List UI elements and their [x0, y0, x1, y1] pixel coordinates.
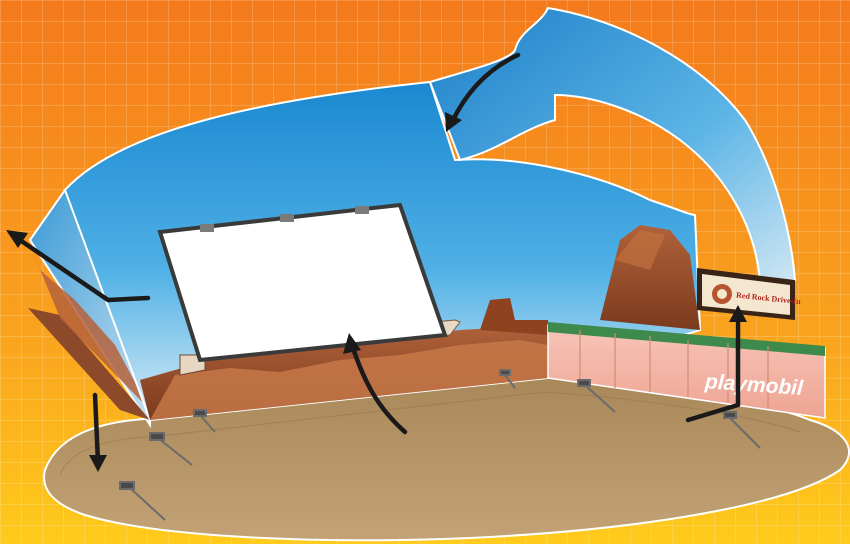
drive-in-sign [697, 268, 795, 320]
right-wall [547, 322, 826, 419]
arrowhead-left-fold [6, 230, 28, 248]
arrow-left-fold [11, 233, 151, 303]
arrowhead-top-join [445, 112, 462, 132]
arrow-heads [6, 112, 747, 472]
arrow-top-join [449, 52, 521, 125]
arrowhead-left-down [89, 455, 107, 472]
movie-screen [157, 202, 461, 376]
arrow-screen-up [349, 342, 408, 435]
arrow-left-down [92, 392, 101, 465]
arrow-sign-up [685, 312, 741, 423]
speaker-posts [119, 369, 761, 521]
arrowhead-sign-up [729, 305, 747, 322]
instruction-arrows [11, 52, 741, 465]
arch-piece [428, 6, 797, 284]
arrowhead-screen-up [343, 333, 361, 354]
